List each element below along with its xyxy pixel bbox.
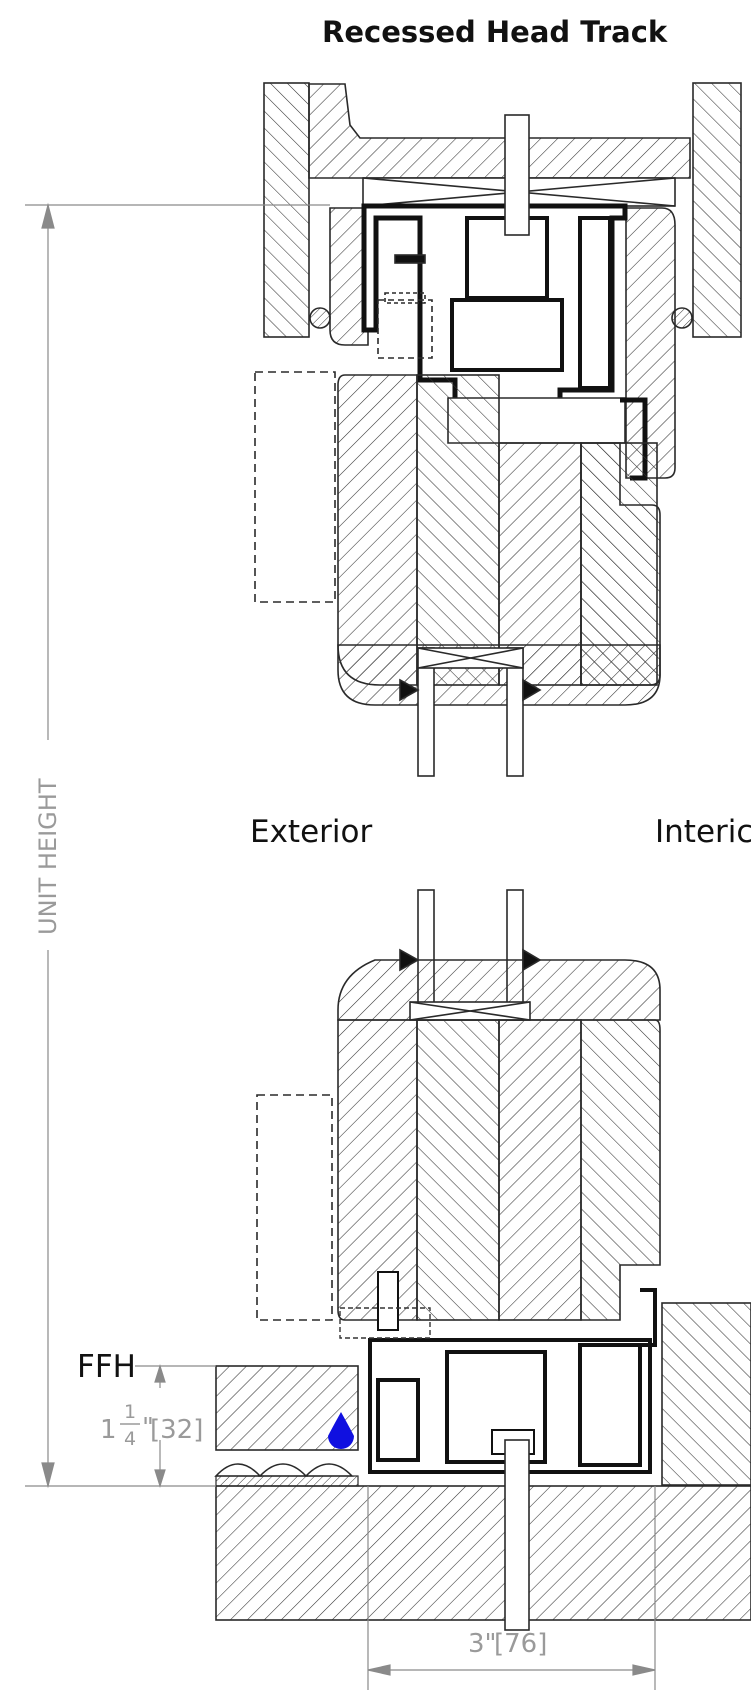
sill-latch bbox=[377, 1271, 399, 1331]
sill-height-numerator: 1 bbox=[124, 1401, 136, 1423]
head-jamb-left bbox=[263, 82, 310, 338]
sill-height-mm: [32] bbox=[150, 1415, 203, 1445]
subfloor bbox=[215, 1485, 751, 1621]
sill-track bbox=[339, 1271, 657, 1474]
dimension-lines bbox=[25, 202, 656, 1690]
upper-sash-core-1 bbox=[416, 374, 500, 686]
upper-sash-exterior bbox=[337, 374, 418, 686]
sill-membrane bbox=[215, 1475, 359, 1487]
setting-pads bbox=[214, 1463, 354, 1477]
drawing-title: Recessed Head Track bbox=[322, 15, 668, 49]
unit-height-label: UNIT HEIGHT bbox=[34, 778, 62, 935]
head-seal-left bbox=[309, 307, 331, 329]
frame-depth-mm: [76] bbox=[494, 1629, 547, 1659]
head-anchor-rod bbox=[504, 114, 530, 236]
lower-sash-interior bbox=[580, 1019, 661, 1321]
sill-height-whole: 1 bbox=[100, 1415, 117, 1445]
head-section bbox=[263, 82, 742, 481]
sill-height-inch-mark: " bbox=[142, 1413, 154, 1443]
exterior-label: Exterior bbox=[250, 814, 372, 850]
frame-depth-imperial: 3" bbox=[468, 1629, 497, 1659]
sill-height-dimension: 1 1 4 " [32] bbox=[100, 1401, 203, 1450]
upper-sash bbox=[254, 371, 661, 777]
lower-sash bbox=[256, 889, 661, 1321]
head-substrate bbox=[308, 83, 691, 179]
interior-label: Interic bbox=[655, 814, 751, 850]
head-dashed-block bbox=[377, 299, 433, 359]
head-trim-right bbox=[625, 207, 676, 479]
sill-anchor-rod bbox=[504, 1439, 530, 1631]
sill-height-denominator: 4 bbox=[124, 1428, 136, 1450]
upper-dashed-panel bbox=[254, 371, 336, 603]
ffh-label: FFH bbox=[77, 1349, 136, 1385]
interior-floor-block bbox=[661, 1302, 751, 1486]
lower-sash-core-1 bbox=[416, 1019, 500, 1321]
water-drop-icon bbox=[328, 1412, 354, 1449]
head-jamb-right bbox=[692, 82, 742, 338]
sill-clip bbox=[615, 1288, 657, 1347]
frame-depth-dimension: 3" [76] bbox=[468, 1629, 547, 1659]
head-trim-left bbox=[329, 207, 369, 346]
lower-sash-core-2 bbox=[498, 1019, 582, 1321]
lower-dashed-panel bbox=[256, 1094, 333, 1321]
